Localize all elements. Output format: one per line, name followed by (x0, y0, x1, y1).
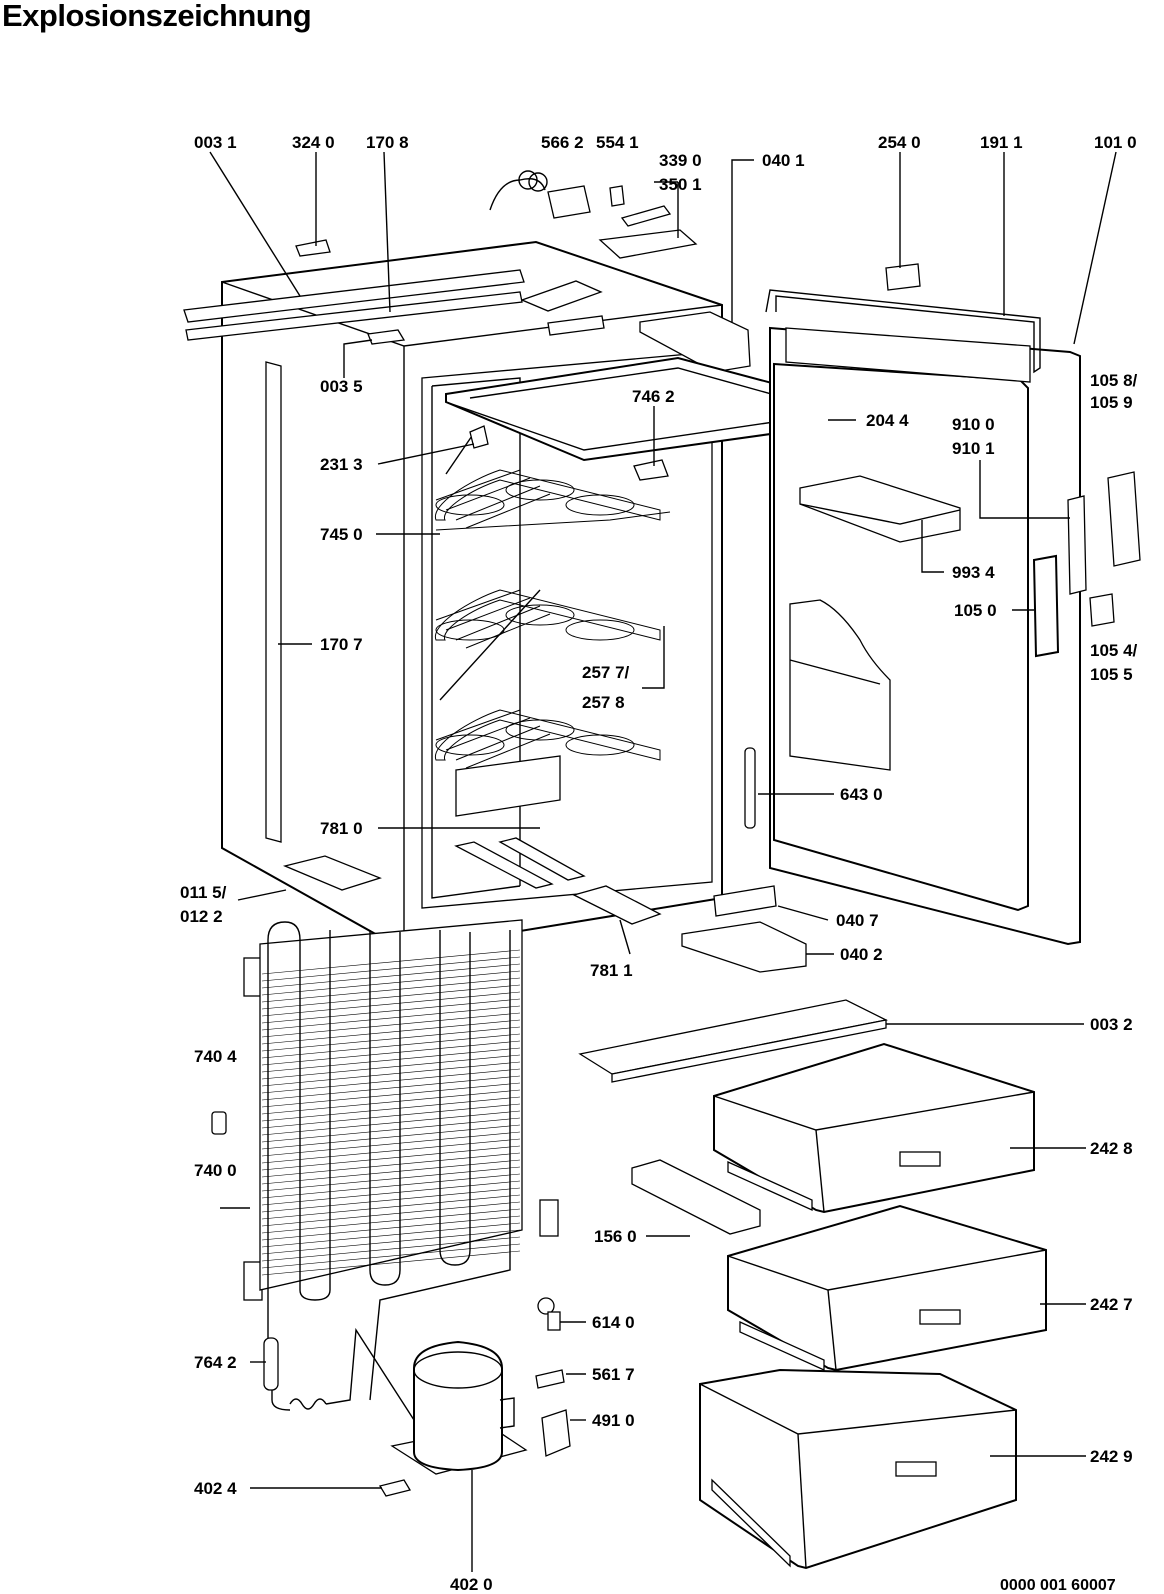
label-242-8: 242 8 (1090, 1139, 1133, 1158)
label-105-8: 105 8/ (1090, 371, 1138, 390)
label-643-0: 643 0 (840, 785, 883, 804)
label-105-5: 105 5 (1090, 665, 1133, 684)
label-350-1: 350 1 (659, 175, 702, 194)
label-910-1: 910 1 (952, 439, 995, 458)
label-781-1: 781 1 (590, 961, 633, 980)
lower-hinge (681, 885, 807, 973)
label-003-5: 003 5 (320, 377, 363, 396)
label-764-2: 764 2 (194, 1353, 237, 1372)
label-566-2: 566 2 (541, 133, 584, 152)
label-105-0: 105 0 (954, 601, 997, 620)
label-910-0: 910 0 (952, 415, 995, 434)
label-242-9: 242 9 (1090, 1447, 1133, 1466)
compressor (211, 1111, 571, 1497)
label-191-1: 191 1 (980, 133, 1023, 152)
label-402-4: 402 4 (194, 1479, 237, 1498)
label-012-2: 012 2 (180, 907, 223, 926)
label-101-0: 101 0 (1094, 133, 1137, 152)
label-003-1: 003 1 (194, 133, 237, 152)
label-402-0: 402 0 (450, 1575, 493, 1594)
label-746-2: 746 2 (632, 387, 675, 406)
label-324-0: 324 0 (292, 133, 335, 152)
label-040-7: 040 7 (836, 911, 879, 930)
condenser (243, 919, 559, 1401)
label-257-7: 257 7/ (582, 663, 630, 682)
label-781-0: 781 0 (320, 819, 363, 838)
label-740-4: 740 4 (194, 1047, 237, 1066)
part-labels: 003 1 324 0 170 8 566 2 554 1 339 0 350 … (180, 133, 1138, 1594)
label-170-7: 170 7 (320, 635, 363, 654)
label-204-4: 204 4 (866, 411, 909, 430)
page-title: Explosionszeichnung (2, 0, 312, 33)
leader-lines (209, 151, 1117, 1572)
label-231-3: 231 3 (320, 455, 363, 474)
thermostat-assembly (489, 170, 698, 259)
label-105-9: 105 9 (1090, 393, 1133, 412)
label-040-1: 040 1 (762, 151, 805, 170)
label-040-2: 040 2 (840, 945, 883, 964)
drawers (578, 999, 1047, 1570)
label-740-0: 740 0 (194, 1161, 237, 1180)
label-156-0: 156 0 (594, 1227, 637, 1246)
label-254-0: 254 0 (878, 133, 921, 152)
label-491-0: 491 0 (592, 1411, 635, 1430)
label-339-0: 339 0 (659, 151, 702, 170)
door-assembly (744, 263, 1141, 946)
label-170-8: 170 8 (366, 133, 409, 152)
cabinet-body (183, 239, 829, 952)
label-003-2: 003 2 (1090, 1015, 1133, 1034)
label-561-7: 561 7 (592, 1365, 635, 1384)
label-011-5: 011 5/ (180, 883, 227, 902)
label-993-4: 993 4 (952, 563, 995, 582)
label-257-8: 257 8 (582, 693, 625, 712)
label-105-4: 105 4/ (1090, 641, 1138, 660)
label-745-0: 745 0 (320, 525, 363, 544)
label-554-1: 554 1 (596, 133, 639, 152)
drawing-number: 0000 001 60007 (1000, 1577, 1116, 1594)
label-242-7: 242 7 (1090, 1295, 1133, 1314)
label-614-0: 614 0 (592, 1313, 635, 1332)
